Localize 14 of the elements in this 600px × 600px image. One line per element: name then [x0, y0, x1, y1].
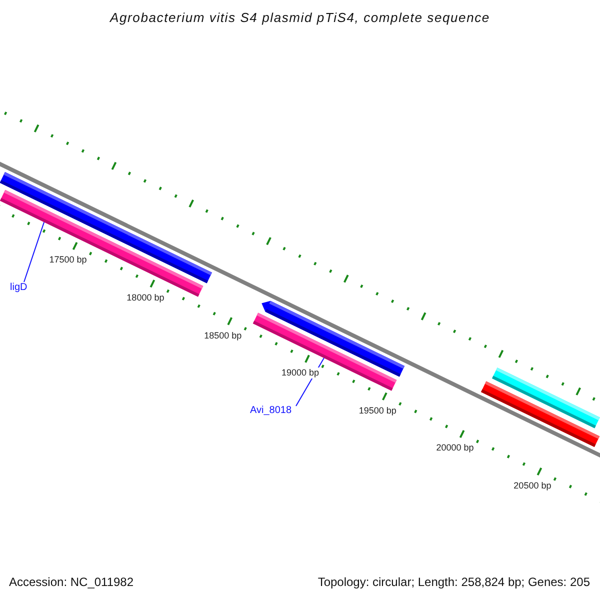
position-label: 18000 bp: [126, 292, 166, 304]
title: Agrobacterium vitis S4 plasmid pTiS4, complete sequence: [108, 10, 491, 25]
position-label: 17500 bp: [48, 254, 88, 266]
position-label: 19000 bp: [280, 368, 320, 379]
gene-feature-bar: [481, 381, 600, 447]
position-label: 19500 bp: [358, 405, 398, 416]
sequence-info: Topology: circular; Length: 258,824 bp; Genes: 205: [318, 575, 590, 589]
gene-label: Avi_8018: [250, 405, 292, 417]
accession-label: Accession: NC_011982: [9, 575, 134, 589]
gene-label: ligD: [10, 282, 28, 294]
leader-line: [24, 222, 45, 282]
position-label: 20000 bp: [435, 442, 475, 454]
position-label: 20500 bp: [512, 480, 552, 492]
position-label: 18500 bp: [203, 330, 243, 342]
